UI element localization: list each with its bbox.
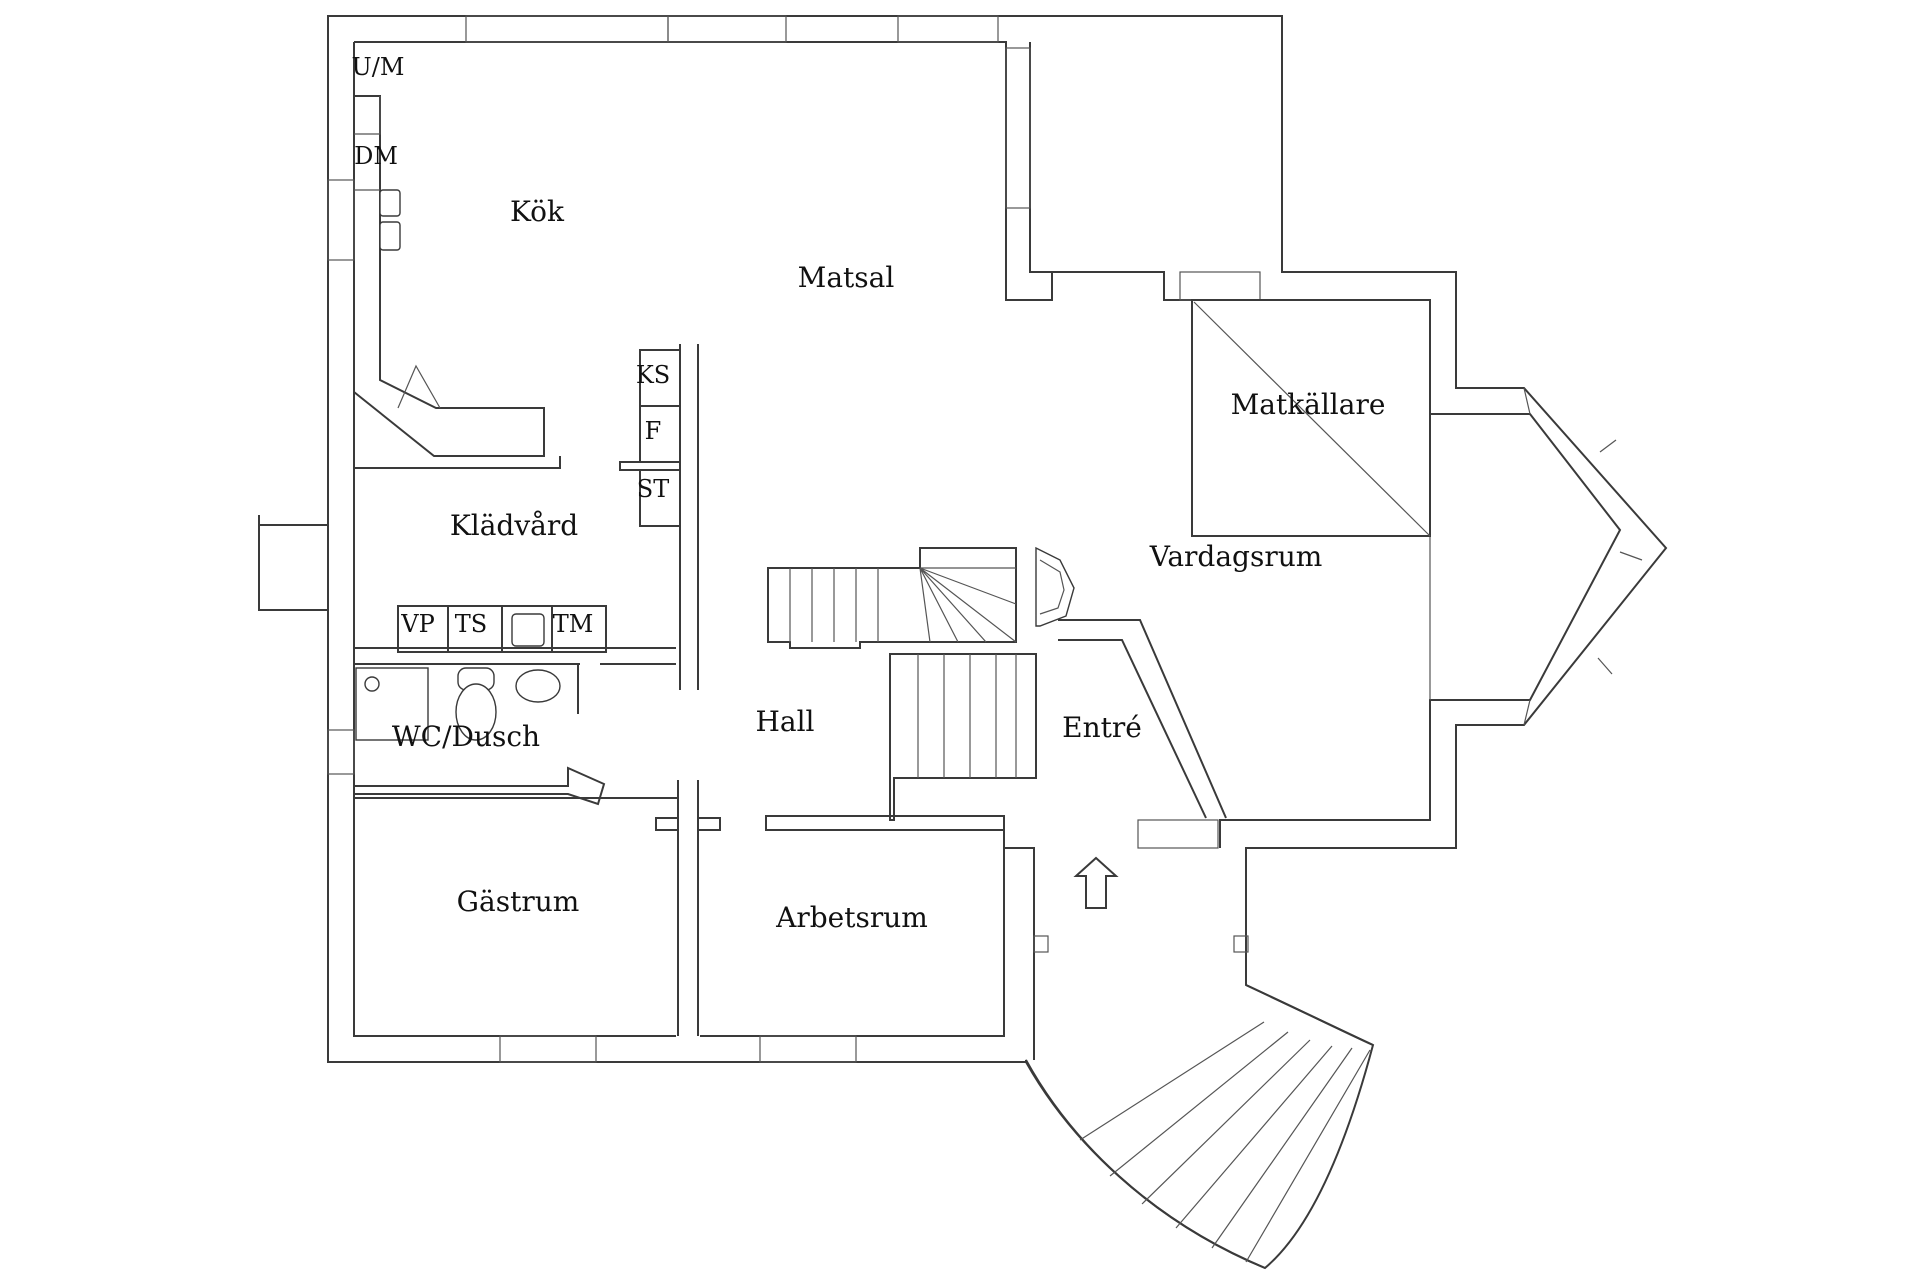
appliance-label-st: ST — [637, 475, 669, 503]
room-label-entre: Entré — [1062, 711, 1142, 744]
kitchen-counter — [353, 95, 545, 457]
appliance-label-ts: TS — [455, 610, 487, 638]
interior-stairs — [767, 547, 1037, 821]
entrance-arrow-icon — [1073, 856, 1119, 909]
appliance-label-ks: KS — [636, 361, 670, 389]
room-label-matkallare: Matkällare — [1231, 388, 1386, 421]
appliance-label-dm: DM — [354, 142, 398, 170]
room-label-kok: Kök — [510, 195, 565, 228]
room-label-matsal: Matsal — [798, 261, 895, 294]
windows — [327, 15, 1261, 1063]
appliance-label-vp: VP — [400, 610, 434, 638]
room-label-wc-dusch: WC/Dusch — [392, 720, 540, 753]
room-label-vardagsrum: Vardagsrum — [1149, 540, 1323, 573]
appliance-label-f: F — [645, 417, 662, 445]
appliance-labels: U/M DM KS F ST VP TS TM — [352, 53, 671, 638]
wc-fixtures — [355, 664, 579, 741]
bay-window — [1429, 387, 1643, 726]
appliance-label-tm: TM — [553, 610, 594, 638]
room-label-hall: Hall — [755, 705, 814, 738]
room-labels: Kök Matsal Matkällare Vardagsrum Klädvår… — [392, 195, 1386, 934]
room-label-gastrum: Gästrum — [457, 885, 580, 918]
laundry-appliances — [397, 605, 607, 653]
room-label-arbetsrum: Arbetsrum — [775, 901, 928, 934]
tall-cabinets — [619, 349, 681, 527]
fireplace — [1035, 546, 1075, 627]
appliance-label-um: U/M — [352, 53, 405, 81]
room-label-kladvard: Klädvård — [450, 509, 578, 542]
exterior-curved-stairs — [1025, 984, 1374, 1269]
door-posts — [1033, 935, 1249, 953]
